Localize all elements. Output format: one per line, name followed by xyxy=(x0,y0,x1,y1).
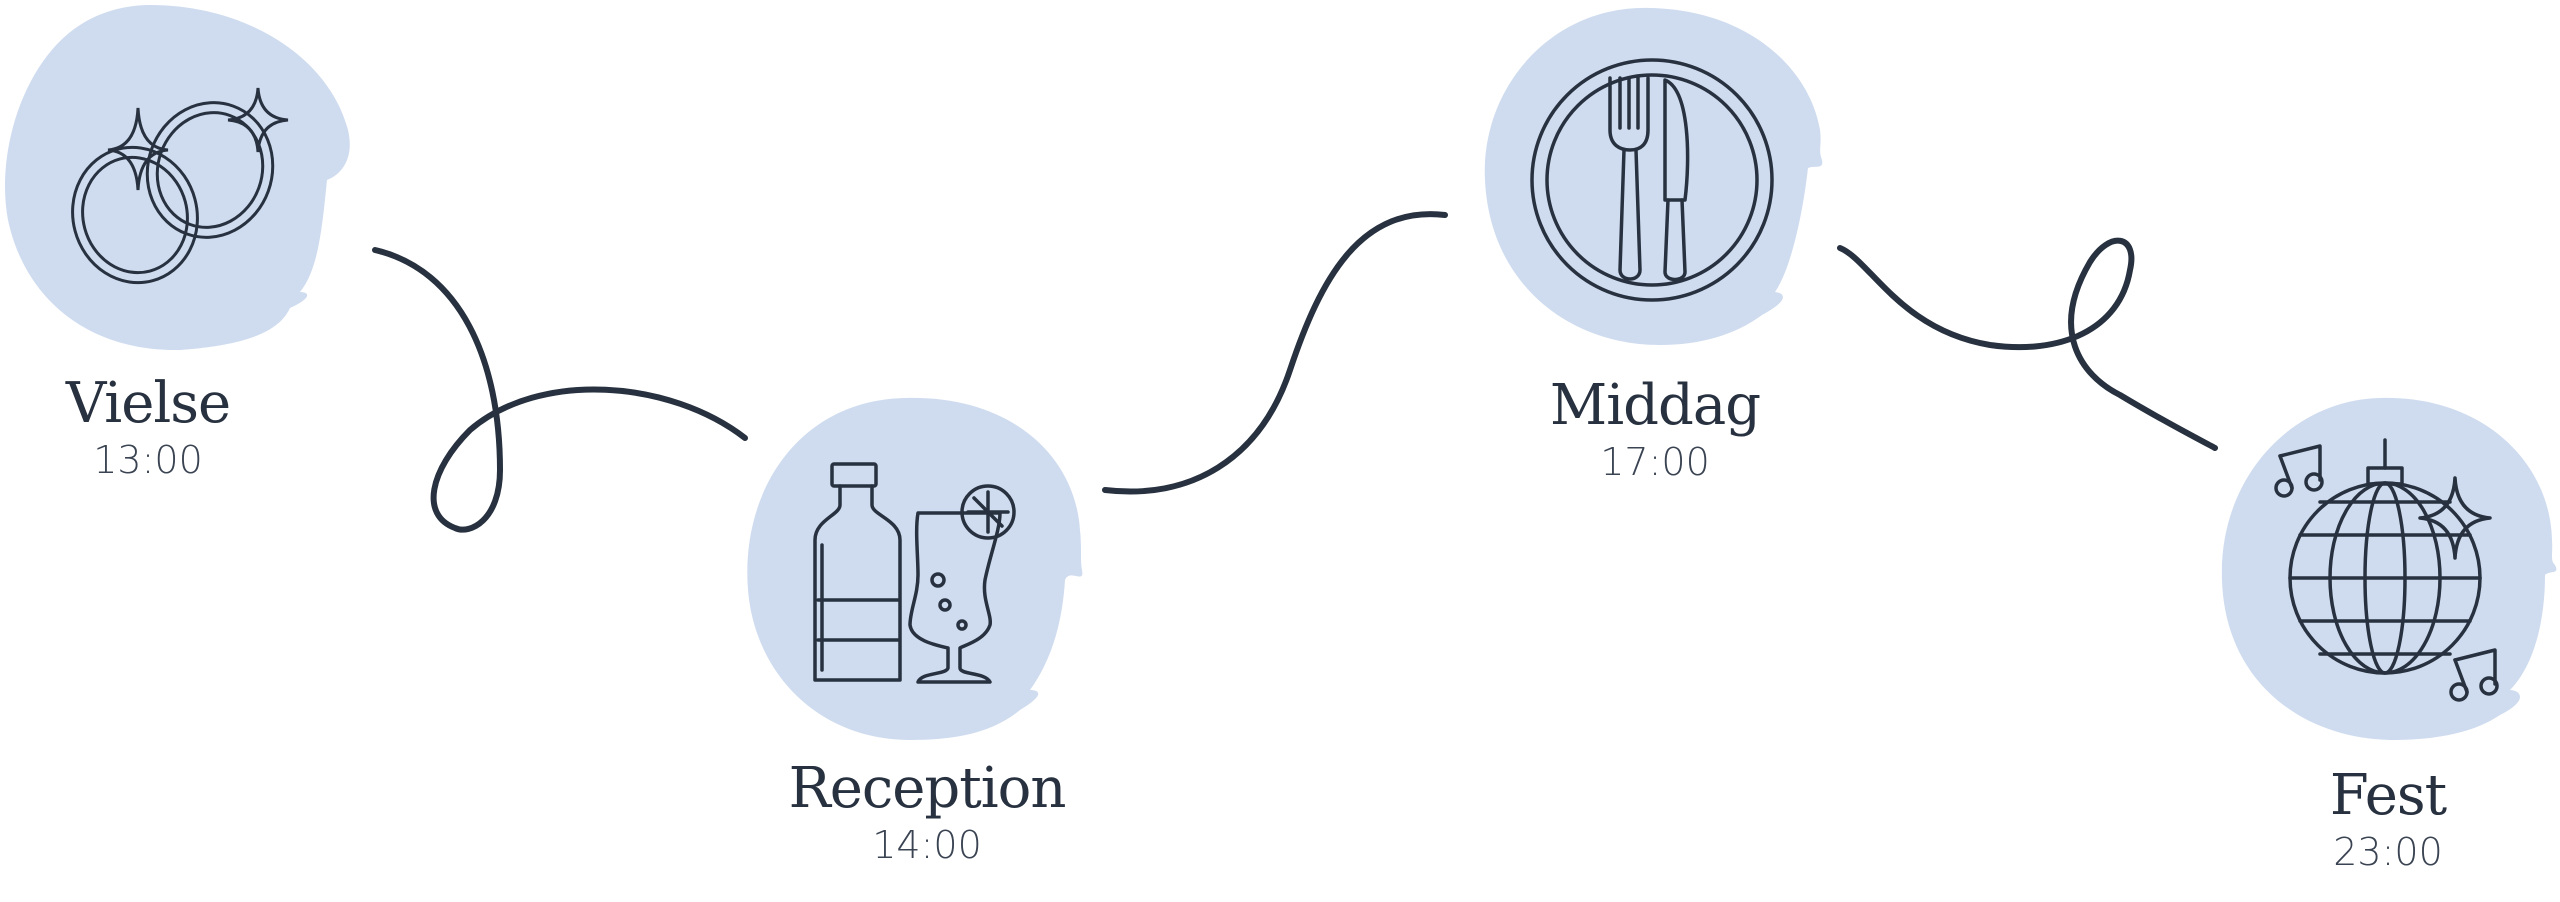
event-middag xyxy=(1484,7,1823,345)
drinks-icon xyxy=(813,462,1016,684)
event-label-middag: Middag 17:00 xyxy=(1549,373,1761,486)
connector-vielse-reception xyxy=(372,247,748,533)
event-time: 17:00 xyxy=(1600,440,1710,484)
event-name: Vielse xyxy=(65,371,231,436)
blob-fest xyxy=(2221,397,2557,740)
event-name: Fest xyxy=(2329,763,2447,828)
event-time: 13:00 xyxy=(93,438,203,482)
event-label-reception: Reception 14:00 xyxy=(788,756,1067,869)
blob-vielse xyxy=(4,5,350,351)
connector-middag-fest xyxy=(1837,237,2218,451)
disco-ball-icon xyxy=(2274,438,2499,702)
event-fest xyxy=(2221,397,2557,740)
event-label-vielse: Vielse 13:00 xyxy=(65,371,231,484)
event-time: 23:00 xyxy=(2333,830,2443,874)
event-time: 14:00 xyxy=(872,823,982,867)
blob-reception xyxy=(747,397,1083,740)
event-vielse xyxy=(4,5,350,351)
event-name: Middag xyxy=(1549,373,1761,438)
wedding-rings-icon xyxy=(71,87,289,285)
event-name: Reception xyxy=(788,756,1067,821)
plate-cutlery-icon xyxy=(1530,58,1774,302)
event-label-fest: Fest 23:00 xyxy=(2329,763,2447,876)
connector-reception-middag xyxy=(1102,211,1448,495)
event-reception xyxy=(747,397,1083,740)
